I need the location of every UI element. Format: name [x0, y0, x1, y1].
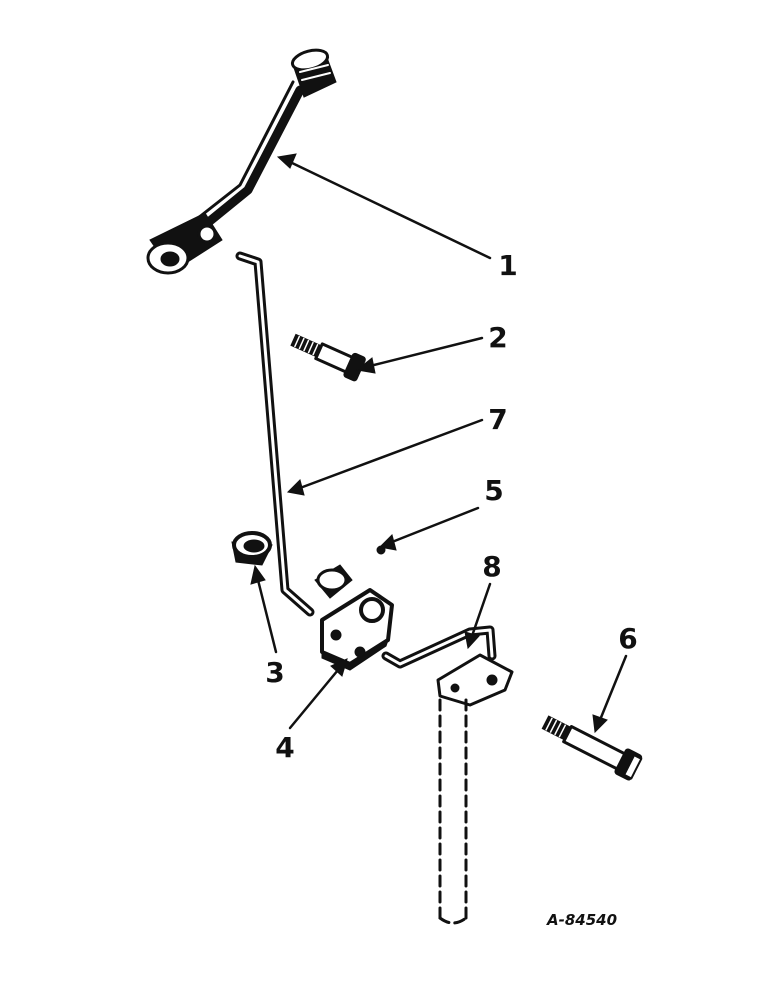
part-6-bolt — [541, 715, 643, 781]
shaft-assembly — [436, 653, 514, 925]
arrowhead-1 — [276, 153, 297, 169]
arrowhead-5 — [378, 534, 397, 551]
leader-4 — [288, 668, 340, 730]
drawing-code: A-84540 — [546, 911, 617, 929]
arrowhead-8 — [464, 631, 480, 650]
lever-hub — [146, 212, 223, 275]
arrowhead-6 — [592, 714, 608, 734]
lever-knob — [290, 48, 337, 98]
leader-7 — [298, 418, 484, 490]
callout-4: 4 — [275, 731, 294, 764]
arrowhead-3 — [250, 564, 266, 585]
part-7-rod — [235, 251, 315, 617]
callout-1: 1 — [498, 249, 517, 282]
arrowhead-7 — [286, 479, 305, 496]
arrowhead-2 — [355, 357, 376, 374]
leader-5 — [390, 506, 480, 544]
leader-6 — [598, 654, 628, 722]
callout-3: 3 — [265, 656, 284, 689]
leader-lines — [250, 153, 628, 734]
callout-7: 7 — [488, 403, 507, 436]
part-2-bolt — [290, 333, 366, 382]
part-3-bushing — [231, 531, 273, 566]
callout-2: 2 — [488, 321, 507, 354]
arrowhead-4 — [330, 658, 348, 677]
leader-1 — [288, 160, 492, 260]
callout-6: 6 — [618, 622, 637, 655]
part-4-bracket — [314, 564, 394, 671]
callout-8: 8 — [482, 550, 501, 583]
leader-3 — [256, 578, 278, 654]
part-1-lever — [146, 48, 337, 275]
callout-5: 5 — [484, 474, 503, 507]
leader-2 — [368, 336, 484, 368]
leader-8 — [470, 582, 492, 638]
part-8-bent-rod — [381, 625, 497, 669]
callout-labels: 1 2 3 4 5 6 7 8 — [265, 249, 637, 764]
